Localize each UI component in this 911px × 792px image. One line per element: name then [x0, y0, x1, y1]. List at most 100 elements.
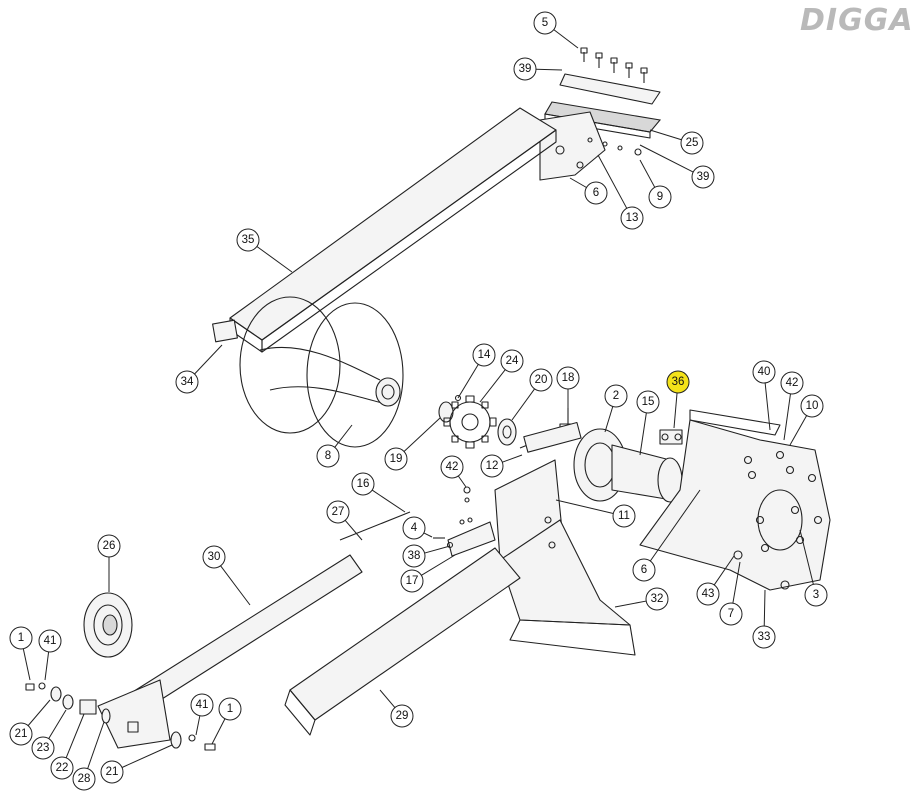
callout-label: 41 [44, 635, 57, 647]
callout-circle [680, 131, 704, 155]
callout-circle [100, 760, 124, 784]
callout-label: 2 [613, 390, 619, 402]
callout-circle [440, 455, 464, 479]
leader-line [789, 415, 808, 446]
callout-27: 27 [326, 500, 363, 541]
callout-label: 9 [657, 191, 663, 203]
callout-label: 20 [535, 374, 548, 386]
leader-line [597, 154, 628, 209]
callout-4: 4 [402, 516, 433, 540]
callout-circle [190, 693, 214, 717]
callout-circle [316, 444, 340, 468]
callout-circle [38, 629, 62, 653]
callout-circle [31, 736, 55, 760]
callout-9: 9 [639, 159, 672, 209]
callout-circle [696, 582, 720, 606]
leader-line [555, 499, 614, 514]
callout-circle [175, 370, 199, 394]
leader-line [195, 715, 201, 736]
callout-label: 30 [208, 551, 221, 563]
callout-circle [400, 569, 424, 593]
callout-label: 6 [641, 564, 647, 576]
callout-19: 19 [384, 417, 441, 471]
leader-line [371, 489, 406, 513]
callout-circle [480, 454, 504, 478]
leader-line [569, 177, 587, 188]
callout-circle [752, 625, 776, 649]
leader-line [48, 709, 67, 739]
callout-17: 17 [400, 554, 456, 593]
callout-33: 33 [752, 589, 776, 649]
callout-20: 20 [511, 368, 553, 421]
callout-6: 6 [569, 177, 608, 205]
leader-line [457, 364, 479, 399]
leader-line [732, 561, 741, 604]
callout-label: 8 [325, 450, 331, 462]
callout-23: 23 [31, 709, 67, 760]
leader-line [424, 545, 451, 554]
callout-label: 21 [15, 728, 28, 740]
callout-circle [402, 544, 426, 568]
callout-6: 6 [632, 489, 701, 582]
callout-circle [97, 534, 121, 558]
main-beam [212, 107, 557, 353]
leader-line [764, 382, 771, 431]
callout-label: 7 [728, 608, 734, 620]
callout-label: 34 [181, 376, 194, 388]
pulley-wheel [83, 592, 133, 658]
callout-41: 41 [38, 629, 62, 681]
callout-38: 38 [402, 544, 451, 568]
gearbox-motor [523, 421, 719, 503]
callout-43: 43 [696, 555, 735, 606]
callout-label: 16 [357, 478, 370, 490]
callout-25: 25 [649, 129, 704, 155]
callout-circle [645, 587, 669, 611]
callout-circle [636, 390, 660, 414]
leader-line [211, 718, 226, 745]
callout-label: 29 [396, 710, 409, 722]
leader-line [344, 520, 363, 541]
callout-circle [9, 626, 33, 650]
callout-label: 39 [697, 171, 710, 183]
leader-line [614, 600, 647, 608]
callout-41: 41 [190, 693, 214, 736]
callout-39: 39 [639, 144, 715, 189]
callout-label: 22 [56, 762, 69, 774]
callout-circle [800, 394, 824, 418]
callout-circle [556, 366, 580, 390]
callout-circle [804, 583, 828, 607]
callout-label: 14 [478, 349, 491, 361]
callout-label: 11 [618, 510, 630, 522]
callout-circle [529, 368, 553, 392]
leader-line [763, 589, 766, 627]
sprocket-group [438, 394, 577, 449]
leader-line [194, 344, 223, 375]
callout-13: 13 [597, 154, 644, 230]
callout-label: 3 [813, 589, 819, 601]
leader-line [479, 369, 506, 403]
lower-arm [97, 511, 411, 749]
leader-line [783, 393, 791, 441]
callout-label: 41 [196, 699, 209, 711]
callout-label: 40 [758, 366, 771, 378]
callout-42: 42 [440, 455, 467, 488]
lower-hardware [25, 682, 216, 751]
callout-label: 13 [626, 212, 639, 224]
callout-1: 1 [9, 626, 33, 681]
callout-12: 12 [480, 454, 523, 478]
callout-label: 4 [411, 522, 418, 534]
callout-26: 26 [97, 534, 121, 592]
callout-label: 35 [242, 234, 255, 246]
callout-label: 24 [506, 355, 519, 367]
callout-label: 39 [519, 63, 532, 75]
callout-2: 2 [604, 384, 628, 433]
callout-circle [390, 704, 414, 728]
callout-circle [402, 516, 426, 540]
callout-circle [719, 602, 743, 626]
callout-label: 1 [227, 703, 233, 715]
leader-line [65, 713, 85, 759]
callout-15: 15 [636, 390, 660, 456]
callout-circle [691, 165, 715, 189]
